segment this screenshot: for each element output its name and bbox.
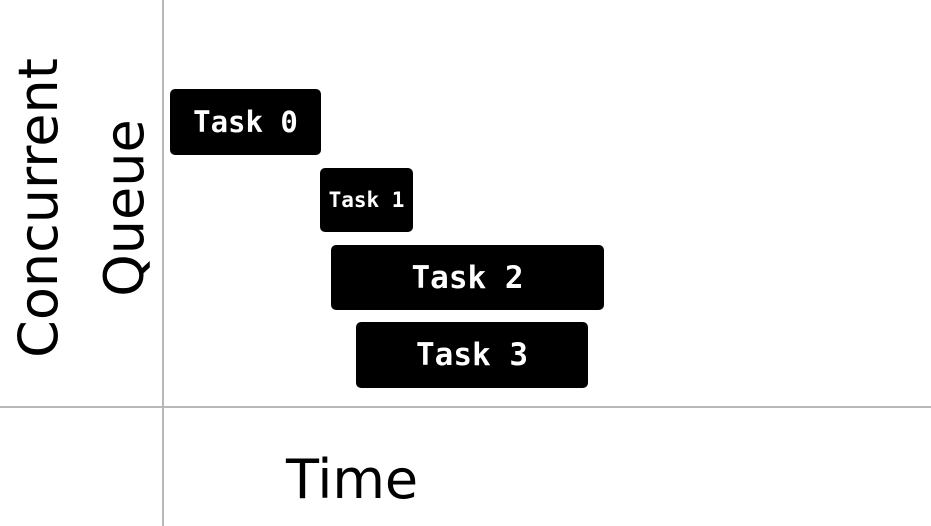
vertical-axis-line (162, 0, 164, 526)
task-0-block: Task 0 (170, 89, 321, 155)
x-axis-label: Time (286, 448, 419, 511)
horizontal-axis-line (0, 406, 931, 408)
task-1-block: Task 1 (320, 168, 413, 232)
task-3-block: Task 3 (356, 322, 588, 388)
task-2-block: Task 2 (331, 245, 604, 310)
y-axis-label: Concurrent Queue (7, 58, 156, 358)
